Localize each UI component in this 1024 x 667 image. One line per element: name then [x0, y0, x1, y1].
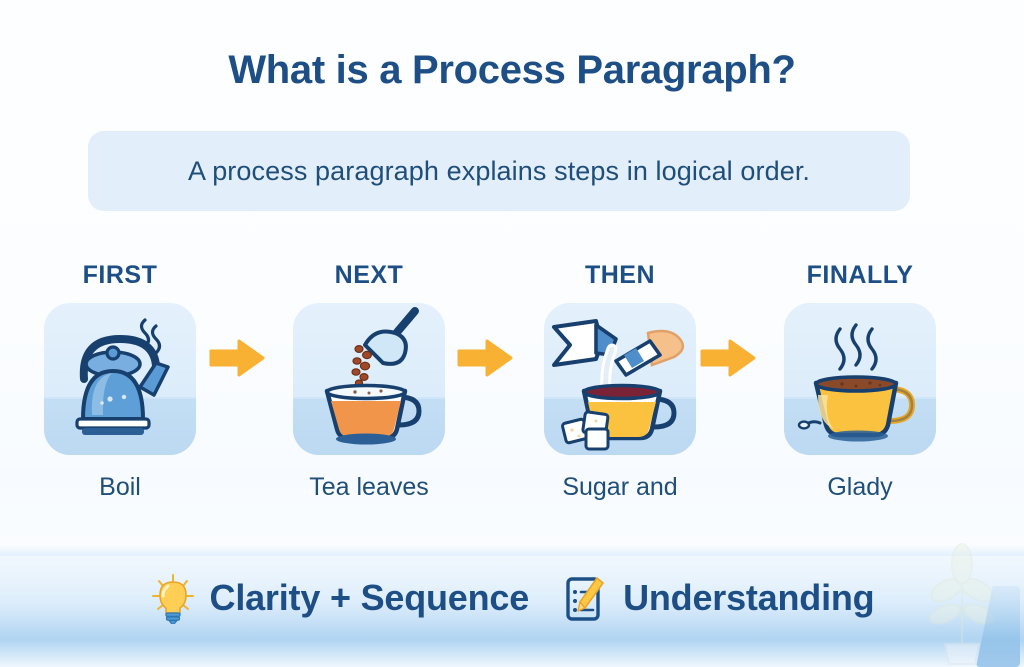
footer-row: Clarity + Sequence Understanding	[0, 562, 1024, 634]
step-label-next: NEXT	[334, 261, 404, 289]
milk-pour-sugar-cubes-cup-icon	[552, 319, 685, 451]
step-caption-finally: Glady	[827, 473, 893, 501]
arrow-step2-to-step3	[457, 339, 513, 377]
steps-row: FIRST	[0, 258, 1024, 518]
step-caption-then: Sugar and	[562, 473, 678, 501]
lightbulb-icon	[151, 574, 194, 624]
step-finally: FINALLY	[740, 258, 980, 502]
step-card-next	[293, 303, 445, 455]
step-caption-next: Tea leaves	[309, 473, 429, 501]
footer-item-understanding: Understanding	[563, 572, 875, 624]
step-next: NEXT	[249, 258, 489, 502]
step-label-then: THEN	[584, 261, 656, 289]
arrow-step3-to-step4	[700, 339, 756, 377]
arrow-step1-to-step2	[209, 339, 265, 377]
step-card-first	[44, 303, 196, 455]
footer-item-clarity: Clarity + Sequence	[150, 572, 530, 624]
step-caption-first: Boil	[99, 473, 141, 501]
footer-label-understanding: Understanding	[623, 577, 875, 618]
clipboard-check-pencil-icon	[566, 577, 604, 621]
subtitle-banner: A process paragraph explains steps in lo…	[88, 131, 910, 211]
step-label-first: FIRST	[82, 261, 158, 289]
step-then: THEN	[500, 258, 740, 502]
step-first: FIRST	[0, 258, 240, 502]
step-label-finally: FINALLY	[806, 261, 914, 289]
steaming-tea-cup-icon	[797, 323, 916, 442]
step-card-then	[544, 303, 696, 455]
scoop-tea-leaves-cup-icon	[324, 307, 422, 445]
page-title: What is a Process Paragraph?	[228, 48, 796, 92]
step-card-finally	[784, 303, 936, 455]
kettle-icon	[75, 318, 170, 435]
subtitle-text: A process paragraph explains steps in lo…	[187, 155, 811, 186]
footer-label-clarity: Clarity + Sequence	[209, 577, 530, 618]
